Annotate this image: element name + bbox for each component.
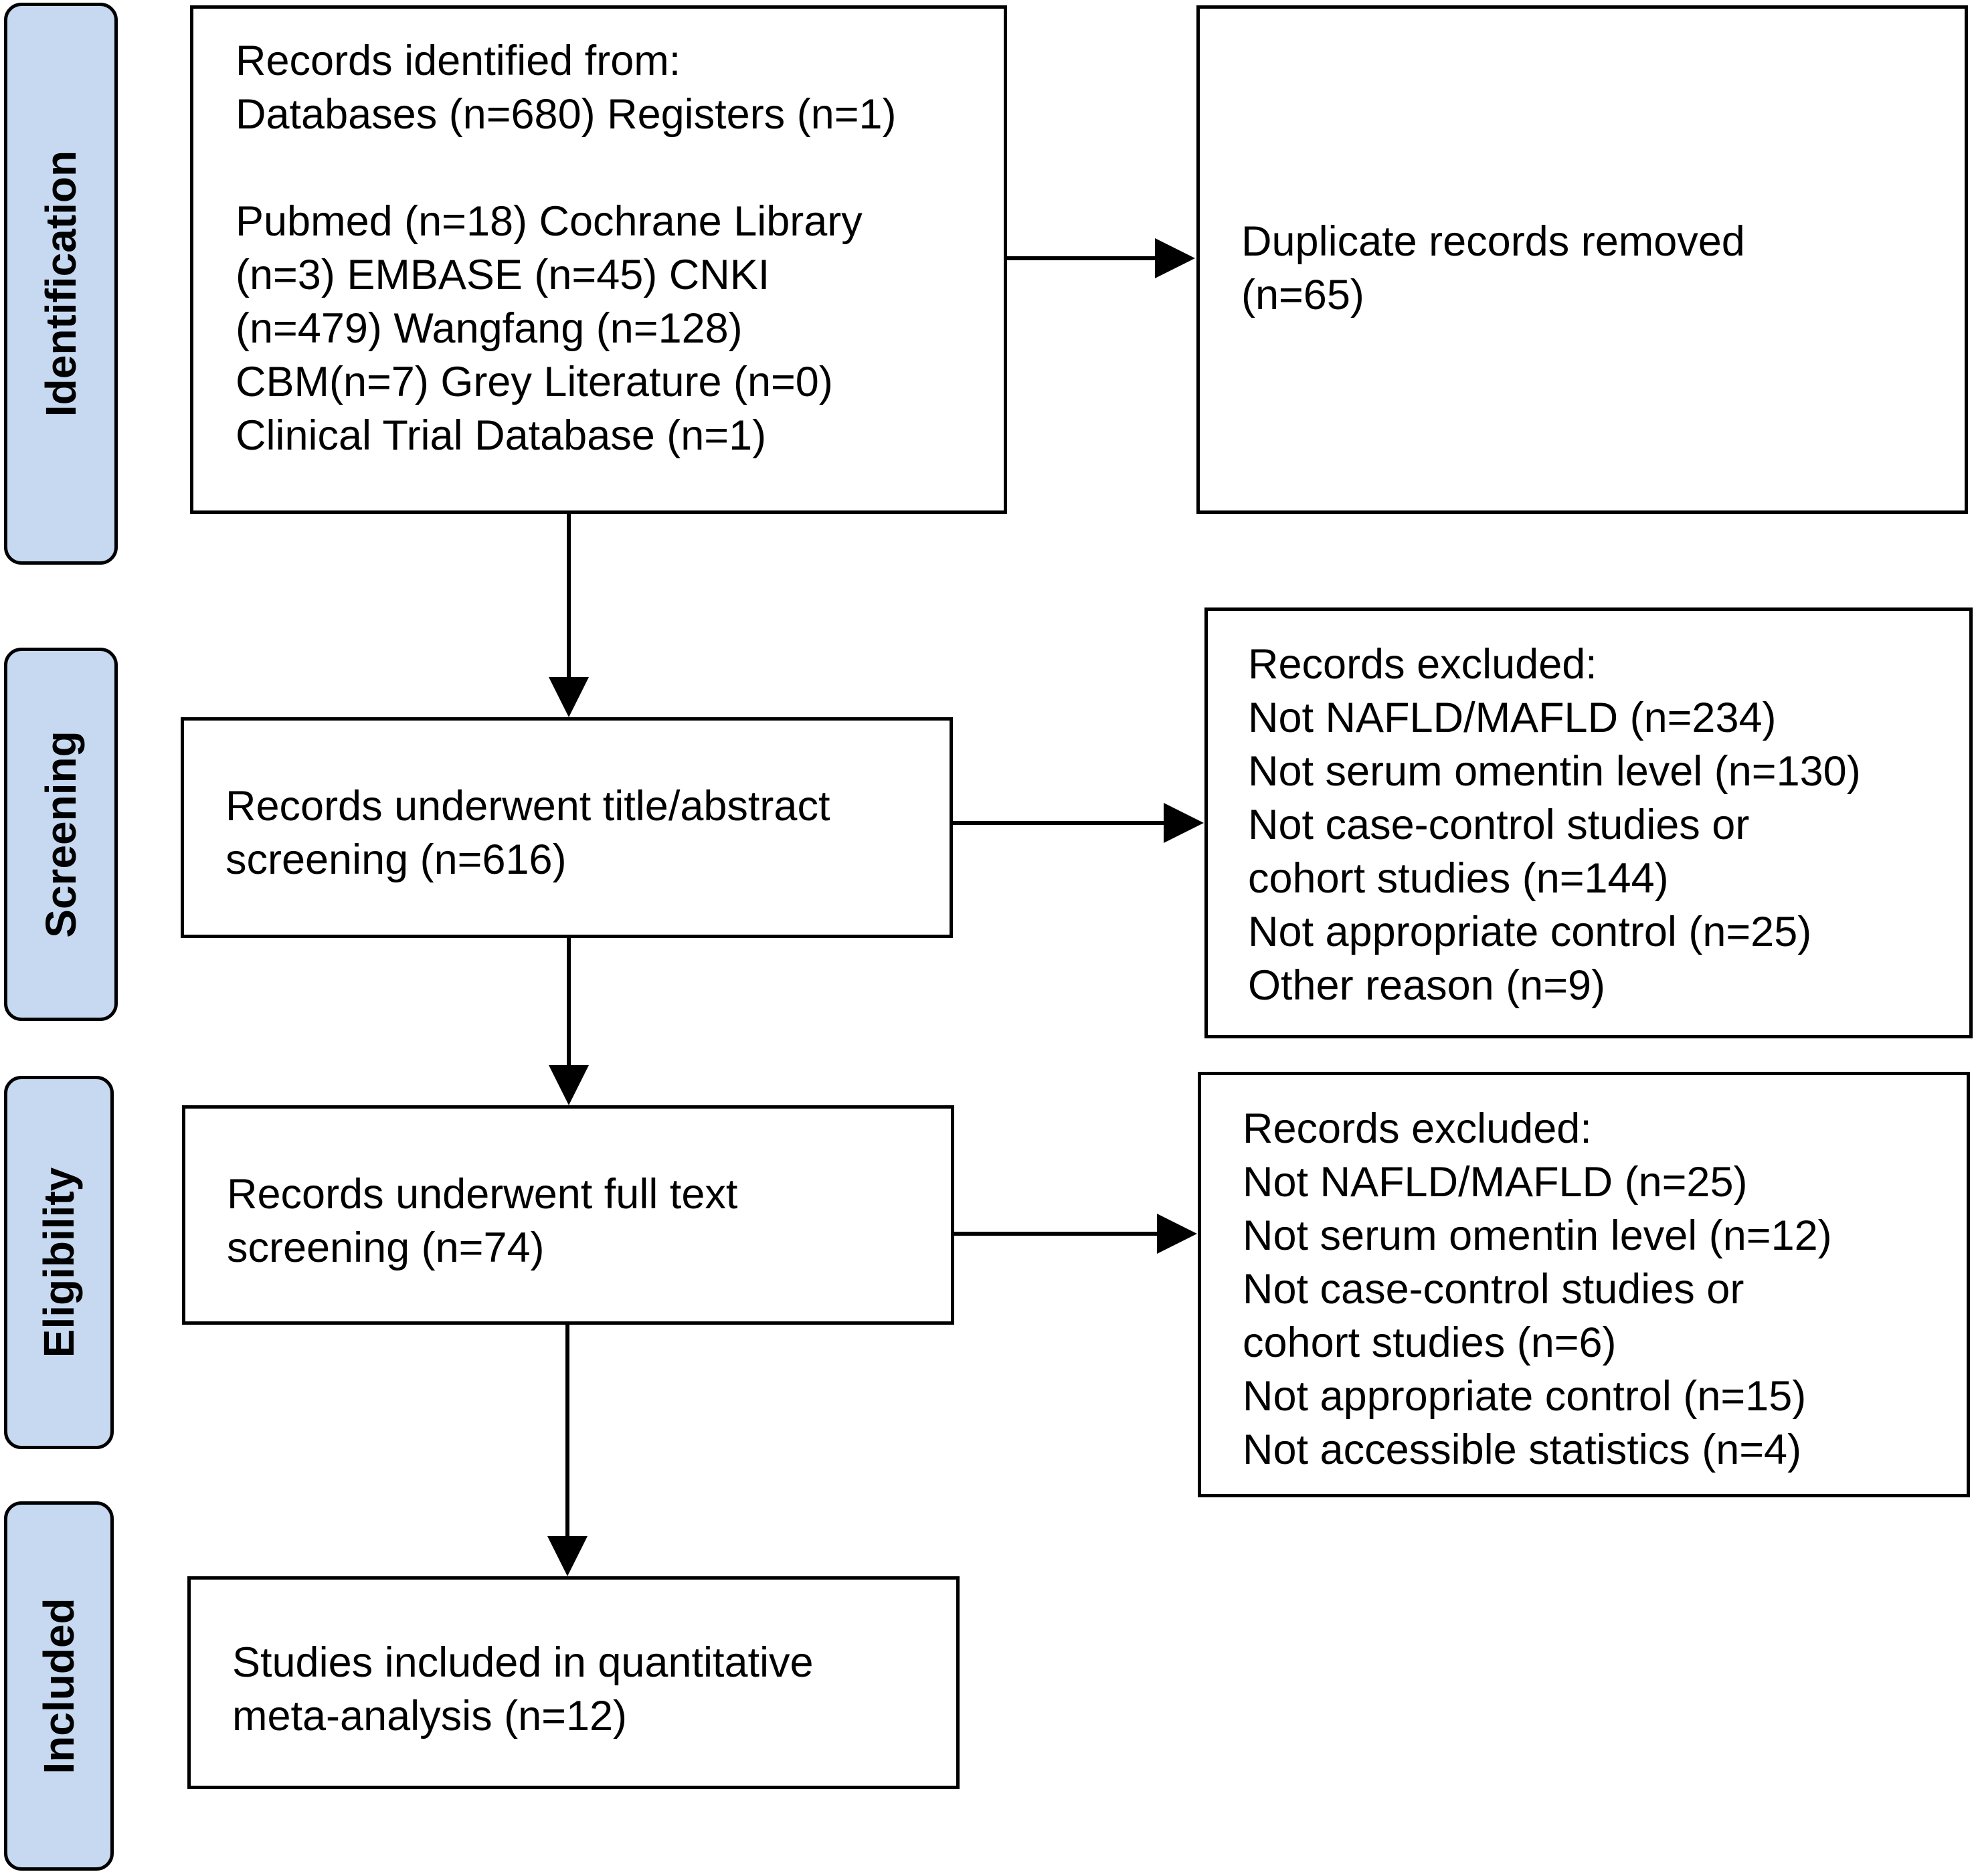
duplicates-removed-line: Duplicate records removed bbox=[1241, 218, 1745, 265]
screening-excluded-line: Records excluded: bbox=[1248, 641, 1597, 688]
records-source-line: (n=3) EMBASE (n=45) CNKI bbox=[236, 252, 770, 298]
phase-identification-label: Identification bbox=[37, 150, 85, 417]
records-source-line: (n=479) Wangfang (n=128) bbox=[236, 305, 743, 352]
eligibility-excluded-line: Records excluded: bbox=[1243, 1105, 1592, 1152]
screening-excluded-box: Records excluded: Not NAFLD/MAFLD (n=234… bbox=[1204, 607, 1973, 1038]
included-line: meta-analysis (n=12) bbox=[232, 1693, 628, 1740]
eligibility-excluded-line: Not accessible statistics (n=4) bbox=[1243, 1426, 1802, 1473]
phase-screening-label: Screening bbox=[37, 731, 85, 938]
eligibility-excluded-line: Not NAFLD/MAFLD (n=25) bbox=[1243, 1159, 1748, 1206]
records-source-line: CBM(n=7) Grey Literature (n=0) bbox=[236, 359, 833, 405]
records-identified-line: Databases (n=680) Registers (n=1) bbox=[236, 91, 897, 138]
phase-eligibility-label: Eligibility bbox=[35, 1167, 83, 1358]
eligibility-excluded-box: Records excluded: Not NAFLD/MAFLD (n=25)… bbox=[1198, 1072, 1970, 1497]
eligibility-excluded-line: Not serum omentin level (n=12) bbox=[1243, 1212, 1832, 1259]
full-text-screening-box: Records underwent full text screening (n… bbox=[182, 1105, 954, 1325]
included-studies-box: Studies included in quantitative meta-an… bbox=[187, 1576, 960, 1789]
eligibility-excluded-line: Not appropriate control (n=15) bbox=[1243, 1373, 1807, 1420]
screening-excluded-line: Not appropriate control (n=25) bbox=[1248, 909, 1812, 955]
duplicates-removed-line: (n=65) bbox=[1241, 272, 1364, 318]
full-text-line: Records underwent full text bbox=[227, 1171, 738, 1218]
phase-included: Included bbox=[4, 1501, 114, 1871]
records-identified-line: Records identified from: bbox=[236, 37, 681, 84]
eligibility-excluded-line: Not case-control studies or bbox=[1243, 1266, 1744, 1313]
records-identified-box: Records identified from: Databases (n=68… bbox=[190, 5, 1007, 514]
screening-excluded-line: Not case-control studies or bbox=[1248, 802, 1750, 848]
screening-excluded-line: Not NAFLD/MAFLD (n=234) bbox=[1248, 694, 1777, 741]
phase-identification: Identification bbox=[4, 3, 118, 565]
phase-screening: Screening bbox=[4, 648, 118, 1021]
eligibility-excluded-line: cohort studies (n=6) bbox=[1243, 1319, 1617, 1366]
screening-excluded-line: cohort studies (n=144) bbox=[1248, 855, 1669, 902]
included-line: Studies included in quantitative bbox=[232, 1639, 814, 1686]
phase-eligibility: Eligibility bbox=[4, 1076, 114, 1449]
screening-excluded-line: Not serum omentin level (n=130) bbox=[1248, 748, 1861, 795]
full-text-line: screening (n=74) bbox=[227, 1224, 545, 1271]
title-abstract-line: Records underwent title/abstract bbox=[226, 783, 830, 830]
title-abstract-screening-box: Records underwent title/abstract screeni… bbox=[181, 717, 953, 938]
records-source-line: Pubmed (n=18) Cochrane Library bbox=[236, 198, 863, 245]
duplicates-removed-box: Duplicate records removed (n=65) bbox=[1196, 5, 1968, 514]
screening-excluded-line: Other reason (n=9) bbox=[1248, 962, 1606, 1009]
records-source-line: Clinical Trial Database (n=1) bbox=[236, 412, 767, 459]
title-abstract-line: screening (n=616) bbox=[226, 836, 567, 883]
phase-included-label: Included bbox=[35, 1598, 83, 1774]
